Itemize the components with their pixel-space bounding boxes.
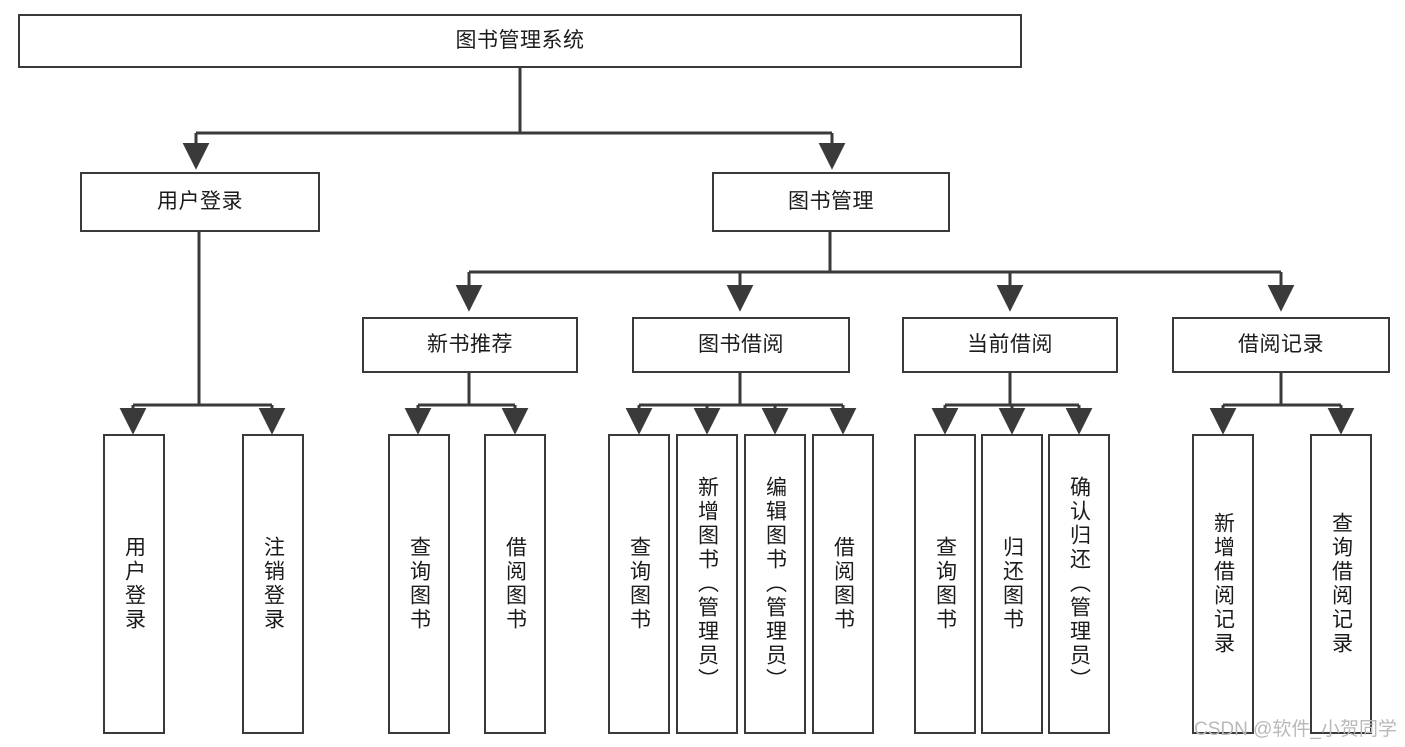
leaf-label: 查询图书: [627, 536, 651, 632]
node-new-book-recommend-label: 新书推荐: [427, 333, 513, 357]
leaf-new-book-recommend-0[interactable]: 查询图书: [388, 434, 450, 734]
leaf-label: 借阅图书: [503, 536, 527, 632]
leaf-label: 编辑图书（管理员）: [763, 476, 787, 692]
leaf-label: 注销登录: [261, 536, 285, 632]
leaf-current-borrow-2[interactable]: 确认归还（管理员）: [1048, 434, 1110, 734]
leaf-label: 查询图书: [933, 536, 957, 632]
leaf-current-borrow-0[interactable]: 查询图书: [914, 434, 976, 734]
leaf-label: 借阅图书: [831, 536, 855, 632]
node-borrow-record[interactable]: 借阅记录: [1172, 317, 1390, 373]
leaf-current-borrow-1[interactable]: 归还图书: [981, 434, 1043, 734]
leaf-borrow-record-0[interactable]: 新增借阅记录: [1192, 434, 1254, 734]
leaf-label: 确认归还（管理员）: [1067, 476, 1091, 692]
node-book-management-label: 图书管理: [788, 190, 874, 214]
node-current-borrow[interactable]: 当前借阅: [902, 317, 1118, 373]
leaf-new-book-recommend-1[interactable]: 借阅图书: [484, 434, 546, 734]
leaf-user-login-0[interactable]: 用户登录: [103, 434, 165, 734]
leaf-user-login-1[interactable]: 注销登录: [242, 434, 304, 734]
leaf-label: 归还图书: [1000, 536, 1024, 632]
node-new-book-recommend[interactable]: 新书推荐: [362, 317, 578, 373]
leaf-label: 查询借阅记录: [1329, 512, 1353, 656]
leaf-book-borrow-0[interactable]: 查询图书: [608, 434, 670, 734]
leaf-label: 查询图书: [407, 536, 431, 632]
node-book-management[interactable]: 图书管理: [712, 172, 950, 232]
node-user-login-label: 用户登录: [157, 190, 243, 214]
leaf-book-borrow-2[interactable]: 编辑图书（管理员）: [744, 434, 806, 734]
leaf-label: 用户登录: [122, 536, 146, 632]
leaf-book-borrow-3[interactable]: 借阅图书: [812, 434, 874, 734]
leaf-borrow-record-1[interactable]: 查询借阅记录: [1310, 434, 1372, 734]
node-book-borrow-label: 图书借阅: [698, 333, 784, 357]
leaf-label: 新增图书（管理员）: [695, 476, 719, 692]
node-current-borrow-label: 当前借阅: [967, 333, 1053, 357]
node-book-borrow[interactable]: 图书借阅: [632, 317, 850, 373]
watermark: CSDN @软件_小贺同学: [1194, 719, 1397, 740]
node-borrow-record-label: 借阅记录: [1238, 333, 1324, 357]
leaf-label: 新增借阅记录: [1211, 512, 1235, 656]
leaf-book-borrow-1[interactable]: 新增图书（管理员）: [676, 434, 738, 734]
node-root-label: 图书管理系统: [455, 29, 585, 53]
node-root[interactable]: 图书管理系统: [18, 14, 1022, 68]
node-user-login[interactable]: 用户登录: [80, 172, 320, 232]
